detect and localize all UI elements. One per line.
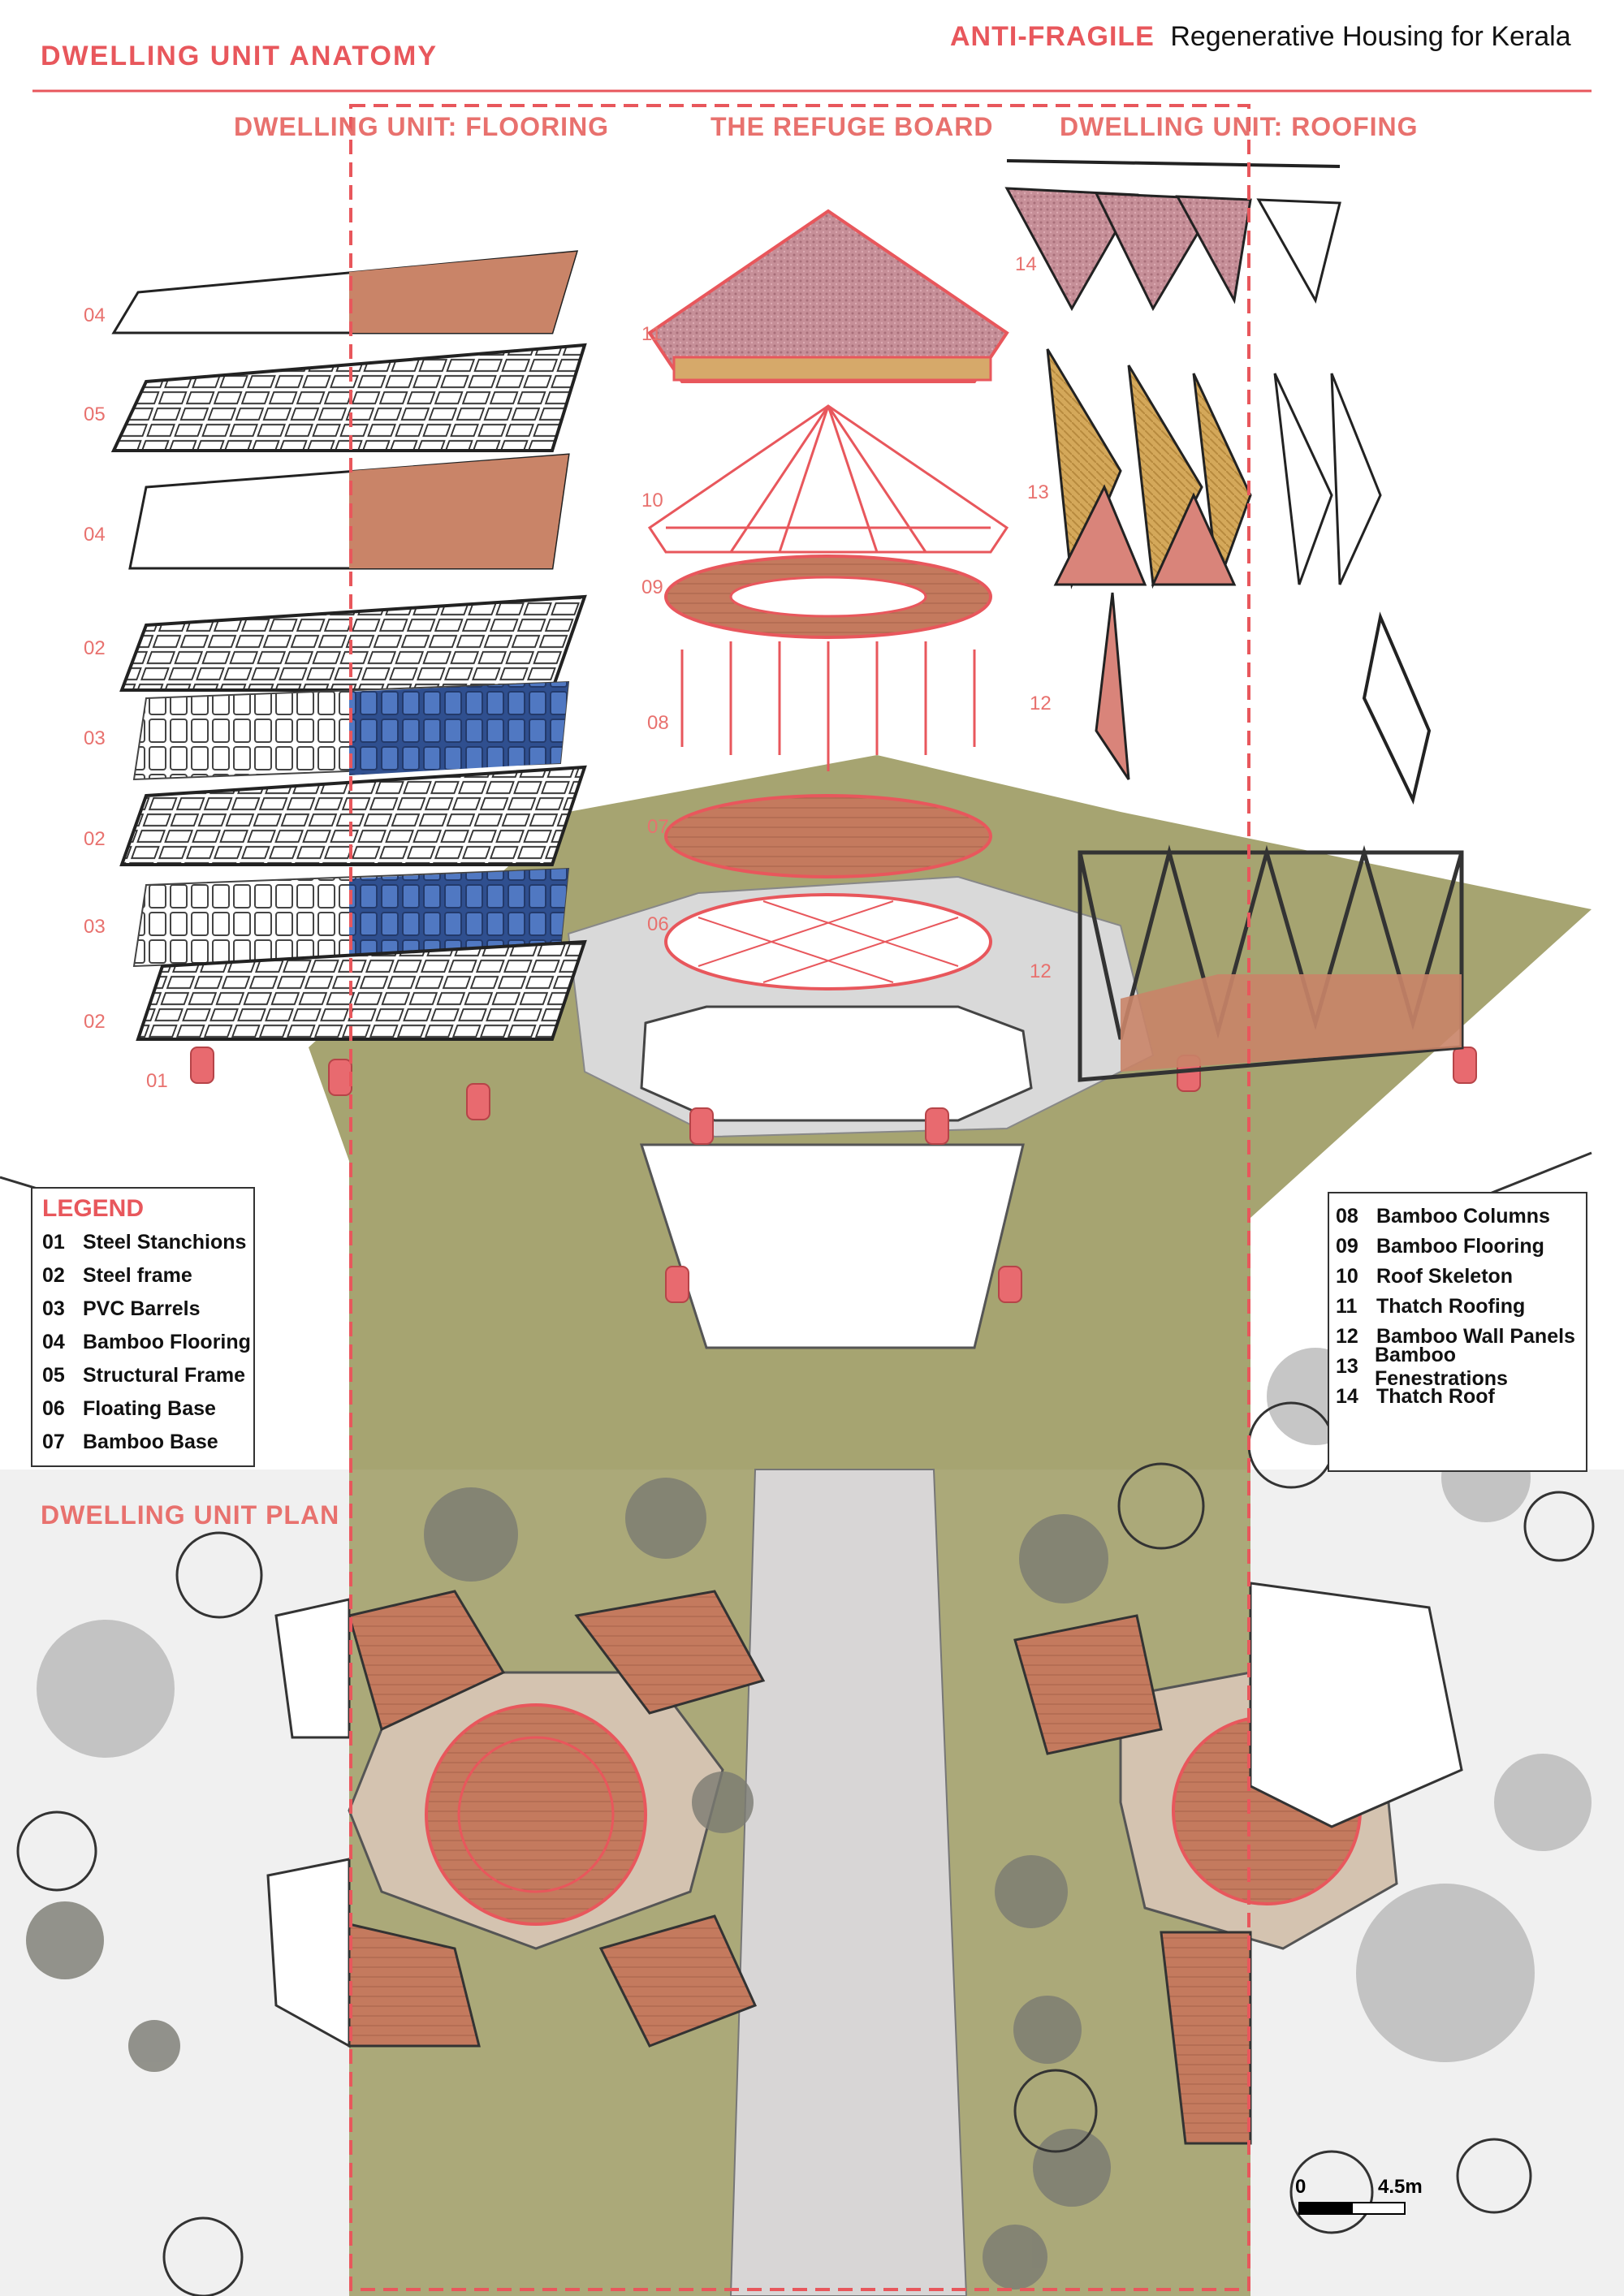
section-title-roofing: DWELLING UNIT: ROOFING <box>1060 112 1419 141</box>
flooring-label: 05 <box>84 404 106 425</box>
page-title: DWELLING UNIT ANATOMY <box>41 41 438 71</box>
section-title-refuge: THE REFUGE BOARD <box>710 112 994 141</box>
refuge-label: 08 <box>647 712 669 734</box>
flooring-label: 03 <box>84 916 106 938</box>
refuge-label: 06 <box>647 913 669 935</box>
refuge-label: 11 <box>641 323 662 345</box>
roofing-label: 12 <box>1030 693 1052 714</box>
flooring-label: 03 <box>84 727 106 749</box>
scale-zero: 0 <box>1295 2176 1307 2198</box>
flooring-label: 02 <box>84 1011 106 1033</box>
refuge-label: 09 <box>641 576 663 598</box>
flooring-label: 04 <box>84 304 106 326</box>
roofing-label: 14 <box>1015 253 1037 275</box>
flooring-label: 01 <box>146 1070 168 1092</box>
refuge-label: 07 <box>647 816 669 838</box>
flooring-label: 02 <box>84 637 106 659</box>
flooring-label: 04 <box>84 524 106 546</box>
section-title-plan: DWELLING UNIT PLAN <box>41 1500 340 1530</box>
legend-title: LEGEND <box>42 1195 145 1222</box>
flooring-label: 02 <box>84 828 106 850</box>
roofing-label: 13 <box>1027 481 1049 503</box>
roofing-label: 12 <box>1030 960 1052 982</box>
section-title-flooring: DWELLING UNIT: FLOORING <box>234 112 610 141</box>
project-subtitle: Regenerative Housing for Kerala <box>1170 21 1571 52</box>
project-tag: ANTI-FRAGILE <box>950 21 1155 52</box>
refuge-label: 10 <box>641 490 663 511</box>
project-header: ANTI-FRAGILE Regenerative Housing for Ke… <box>950 21 1571 53</box>
scale-value: 4.5m <box>1378 2176 1423 2198</box>
